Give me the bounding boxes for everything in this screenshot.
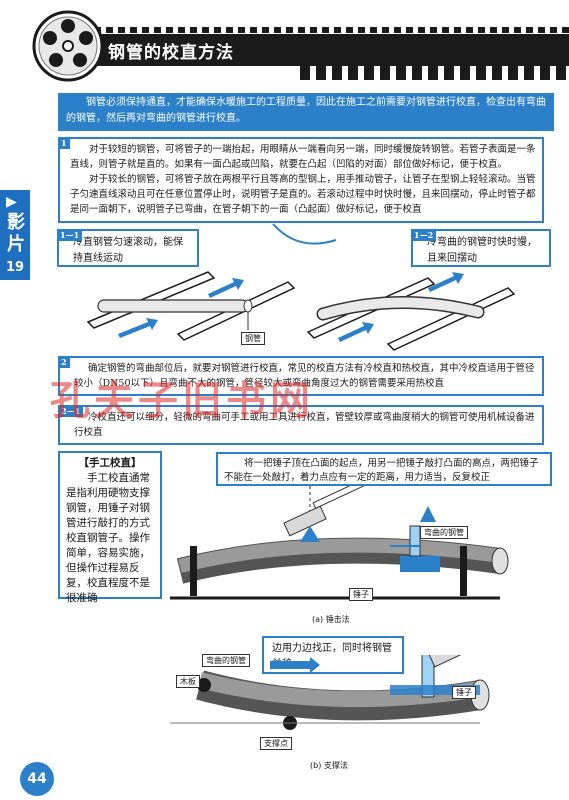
- label-bent-pipe-2: 弯曲的钢管: [202, 654, 250, 667]
- hammer-callout-text: 将一把锤子顶在凸面的起点，用另一把锤子敲打凸面的高点，两把锤子不能在一处敲打，着…: [224, 458, 539, 483]
- manual-text: 手工校直通常是指利用硬物支撑钢管，用锤子对钢管进行敲打的方式校直钢管子。操作简单…: [66, 472, 150, 604]
- step-2-1-text: 冷校直还可以细分，轻微的弯曲可手工或用工具进行校直，管壁较厚或弯曲度稍大的钢管可…: [74, 412, 535, 438]
- step-2-1-tag: 2—1: [58, 405, 84, 417]
- side-tab-label: 影片: [7, 212, 25, 255]
- callout-bent-tag: 1—2: [411, 229, 437, 241]
- rolling-illustration: [86, 223, 516, 351]
- camera-icon: ▶: [6, 194, 17, 210]
- step-1-tag: 1: [58, 137, 70, 149]
- bent-pipe: [318, 297, 483, 319]
- step-2-box: 2 确定钢管的弯曲部位后，就要对钢管进行校直，常见的校直方法有冷校直和热校直，其…: [58, 356, 544, 396]
- step-1-para-2: 对于较长的钢管，可将管子放在两根平行且等高的型钢上，用手推动管子，让管子在型钢上…: [70, 174, 536, 215]
- label-support-point: 支撑点: [260, 737, 292, 750]
- page-number: 44: [20, 762, 54, 796]
- step-2-1-box: 2—1 冷校直还可以细分，轻微的弯曲可手工或用工具进行校直，管壁较厚或弯曲度稍大…: [58, 405, 544, 445]
- manual-straightening-box: 【手工校直】 手工校直通常是指利用硬物支撑钢管，用锤子对钢管进行敲打的方式校直钢…: [58, 451, 162, 604]
- step-1-para-1: 对于较短的钢管，可将管子的一端抬起，用眼睛从一端看向另一端，同时缓慢旋转钢管。若…: [70, 144, 536, 170]
- label-board: 木板: [176, 675, 200, 688]
- watermark: 孔夫子旧书网: [50, 377, 314, 424]
- hammer-icon-2: [428, 655, 472, 668]
- label-bent-pipe: 弯曲的钢管: [420, 526, 468, 539]
- label-pipe: 钢管: [241, 332, 265, 345]
- side-tab-number: 19: [5, 260, 25, 275]
- film-reel-icon: [32, 10, 104, 82]
- callout-bent: 1—2 冷弯曲的钢管时快时慢，且来回摆动: [411, 229, 551, 267]
- callout-straight: 1—1 冷直钢管匀速滚动，能保持直线运动: [57, 229, 199, 267]
- label-hammer: 锤子: [349, 588, 373, 601]
- label-hammer-2: 锤子: [452, 686, 476, 699]
- header-bar: [58, 34, 569, 66]
- hammer-callout: 将一把锤子顶在凸面的起点，用另一把锤子敲打凸面的高点，两把锤子不能在一处敲打，着…: [216, 452, 552, 486]
- callout-straight-text: 冷直钢管匀速滚动，能保持直线运动: [73, 237, 183, 264]
- step-2-text: 确定钢管的弯曲部位后，就要对钢管进行校直，常见的校直方法有冷校直和热校直，其中冷…: [74, 363, 535, 389]
- hammer-method-illustration: [170, 486, 509, 600]
- intro-banner: 钢管必须保持通直，才能确保水暖施工的工程质量，因此在施工之前需要对钢管进行校直，…: [58, 93, 554, 131]
- straight-pipe: [97, 299, 249, 313]
- hammer-icon: [283, 486, 371, 537]
- page-title: 钢管的校直方法: [108, 43, 234, 63]
- film-stripe: [300, 66, 569, 80]
- callout-straight-tag: 1—1: [57, 229, 83, 241]
- step-1-box: 1 对于较短的钢管，可将管子的一端抬起，用眼睛从一端看向另一端，同时缓慢旋转钢管…: [58, 137, 544, 223]
- side-tab: ▶ 影片 19: [0, 190, 30, 280]
- caption-b: (b) 支撑法: [310, 761, 348, 770]
- caption-a: (a) 锤击法: [312, 615, 350, 624]
- callout-bent-text: 冷弯曲的钢管时快时慢，且来回摆动: [427, 237, 537, 264]
- support-method-illustration: [170, 655, 490, 730]
- manual-title: 【手工校直】: [78, 457, 142, 469]
- film-perforation-top: [58, 27, 569, 33]
- intro-text: 钢管必须保持通直，才能确保水暖施工的工程质量，因此在施工之前需要对钢管进行校直，…: [66, 97, 546, 124]
- step-2-tag: 2: [58, 356, 70, 368]
